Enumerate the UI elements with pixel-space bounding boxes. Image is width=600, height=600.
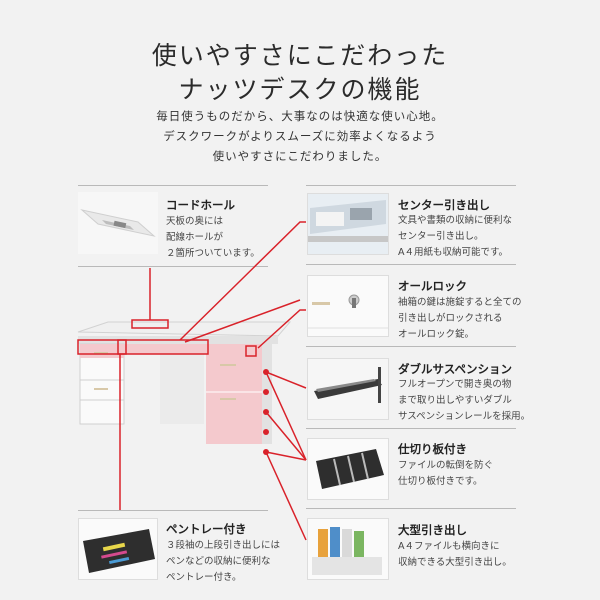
pen-tray-photo [78, 518, 158, 580]
all-lock-title: オールロック [398, 279, 467, 293]
center-drawer-desc: 文具や書類の収納に便利な センター引き出し。 A４用紙も収納可能です。 [398, 215, 513, 258]
all-lock-photo [307, 275, 389, 337]
divider-rule [306, 346, 516, 347]
pen-tray-title: ペントレー付き [166, 522, 247, 536]
page-title-line1: 使いやすさにこだわった [151, 41, 449, 70]
divider-rule [306, 508, 516, 509]
page-title-line2: ナッツデスクの機能 [178, 75, 422, 104]
double-suspension-title: ダブルサスペンション [398, 362, 512, 376]
cord-hole-title: コードホール [166, 198, 235, 212]
divider-rule [306, 264, 516, 265]
pen-tray-desc: ３段袖の上段引き出しには ペンなどの収納に便利な ペントレー付き。 [166, 540, 281, 583]
intro-line2: デスクワークがよりスムーズに効率よくなるよう [163, 129, 437, 143]
divider-title: 仕切り板付き [398, 442, 467, 456]
center-drawer-title: センター引き出し [398, 198, 490, 212]
intro-line3: 使いやすさにこだわりました。 [212, 149, 388, 163]
divider-photo [307, 438, 389, 500]
large-drawer-desc: A４ファイルも横向きに 収納できる大型引き出し。 [398, 541, 512, 568]
divider-rule [78, 510, 268, 511]
divider-rule [78, 266, 268, 267]
double-suspension-desc: フルオープンで開き奥の物 まで取り出しやすいダブル サスペンションレールを採用。 [398, 379, 531, 422]
divider-rule [306, 185, 516, 186]
cord-hole-photo [78, 192, 158, 254]
divider-rule [306, 428, 516, 429]
all-lock-desc: 袖箱の鍵は施錠すると全ての 引き出しがロックされる オールロック錠。 [398, 297, 522, 340]
double-suspension-photo [307, 358, 389, 420]
large-drawer-photo [307, 518, 389, 580]
large-drawer-title: 大型引き出し [398, 523, 467, 537]
center-drawer-photo [307, 193, 389, 255]
divider-rule [78, 185, 268, 186]
divider-desc: ファイルの転倒を防ぐ 仕切り板付きです。 [398, 460, 494, 487]
intro-line1: 毎日使うものだから、大事なのは快適な使い心地。 [156, 109, 444, 123]
cord-hole-desc: 天板の奥には 配線ホールが ２箇所ついています。 [166, 216, 260, 259]
